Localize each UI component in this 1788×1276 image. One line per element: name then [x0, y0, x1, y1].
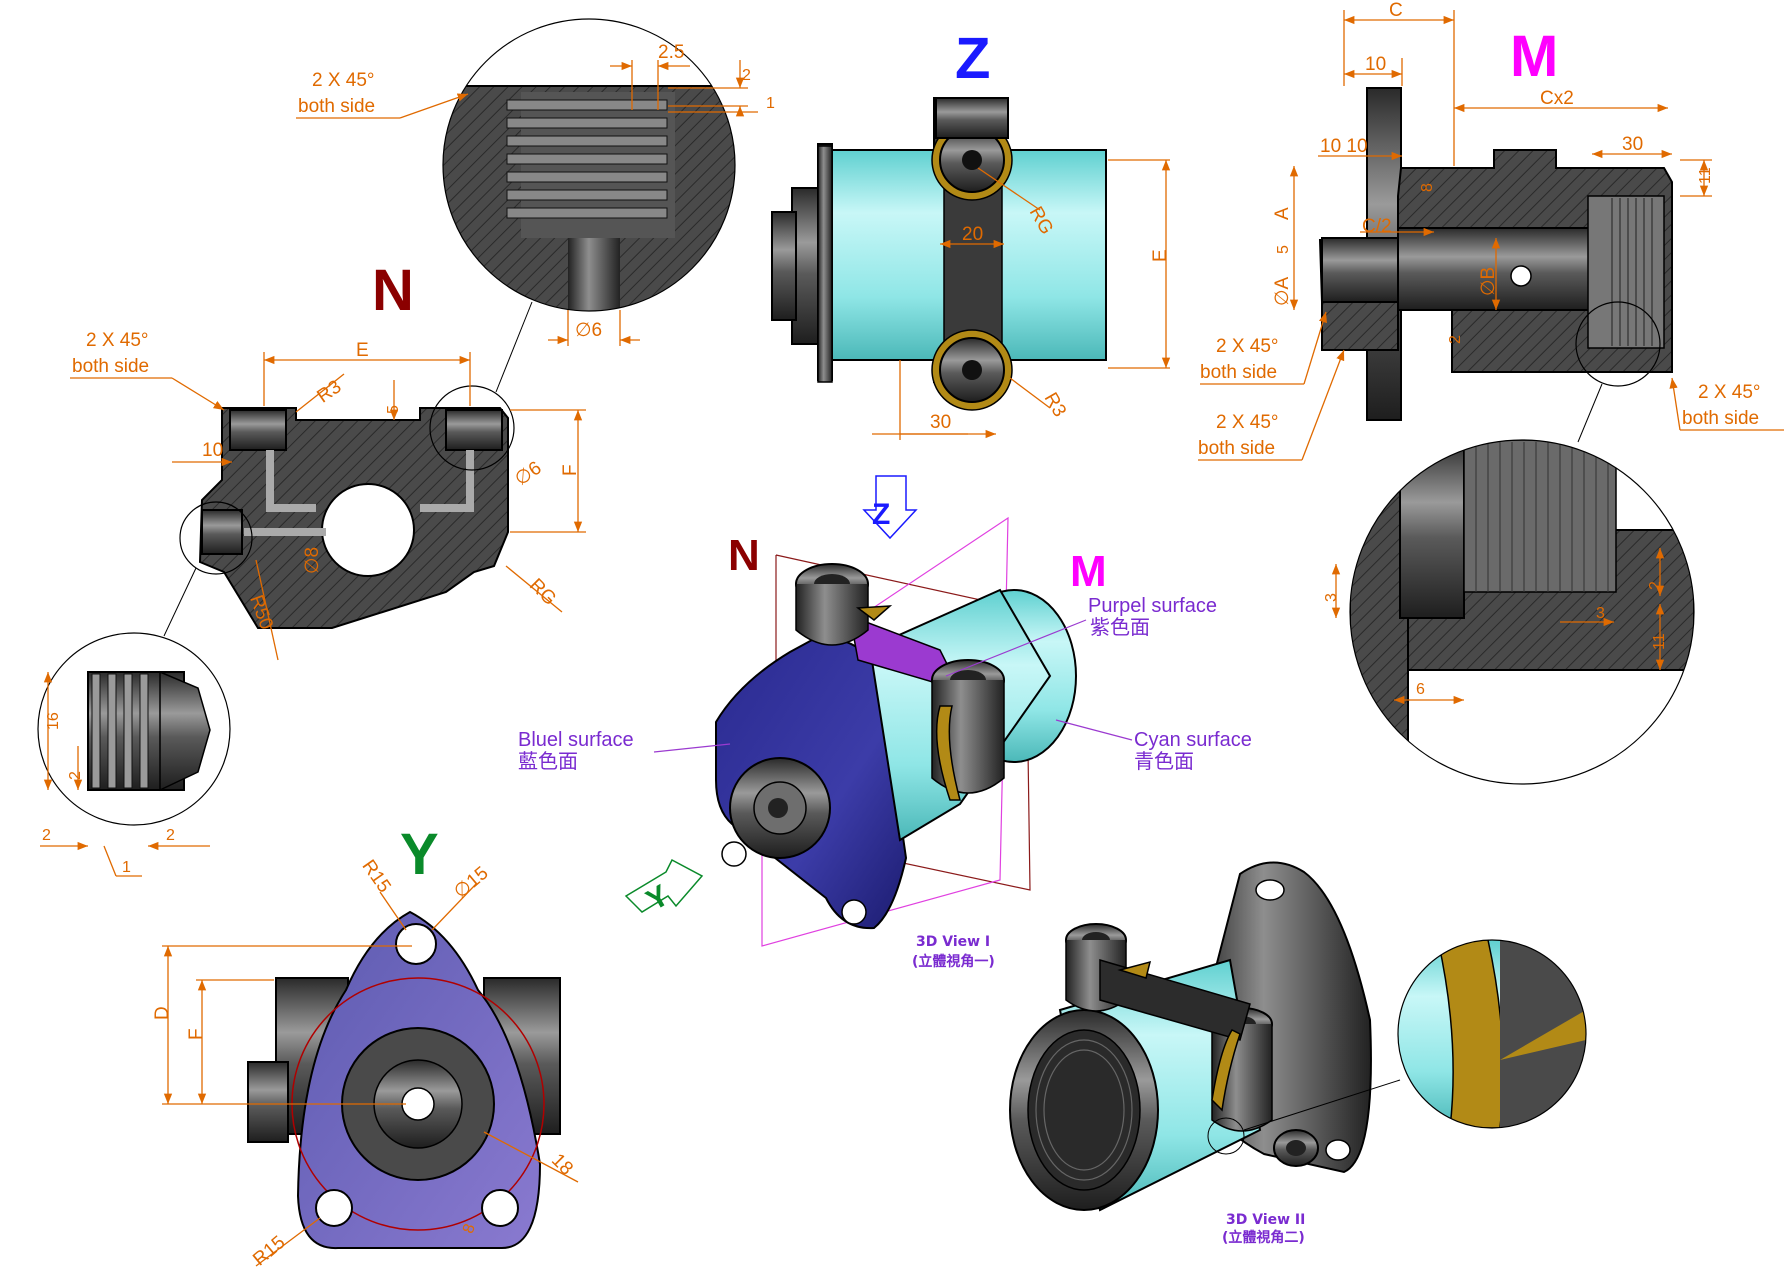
- top-chamfer-note: 2 X 45° both side: [296, 70, 469, 119]
- dim-n-r3: R3: [313, 376, 345, 407]
- dim-m-30: 30: [1622, 134, 1643, 155]
- dim-z-e: E: [1150, 249, 1171, 262]
- dim-m-phia: ∅A: [1272, 276, 1293, 306]
- dim-2-5: 2.5: [658, 42, 684, 63]
- dim-n-rg: RG: [525, 575, 560, 610]
- dim-m-1010: 10 10: [1320, 136, 1368, 157]
- dim-md-2: 2: [1647, 581, 1664, 590]
- n-chamfer-text: 2 X 45°: [86, 330, 149, 351]
- dim-md-11: 11: [1651, 633, 1668, 650]
- view2-label-zh: (立體視角二): [1222, 1229, 1305, 1246]
- view-label-m: M: [1510, 24, 1558, 89]
- both-side-text: both side: [298, 96, 375, 117]
- dim-m-c2: C/2: [1362, 216, 1392, 237]
- dim-y-r15a: R15: [358, 856, 395, 897]
- dim-nd-16: 16: [45, 712, 62, 730]
- dim-m-cx2: Cx2: [1540, 88, 1574, 109]
- dim-nd-2b: 2: [42, 827, 51, 844]
- dim-n-5: 5: [385, 405, 402, 414]
- dim-y-r15b: R15: [249, 1232, 289, 1270]
- dim-m-c: C: [1389, 0, 1403, 21]
- cyan-surface-zh: 青色面: [1134, 750, 1194, 773]
- dim-z-20: 20: [962, 224, 983, 245]
- dim-m-2: 2: [1447, 335, 1464, 344]
- blue-surface-en: Bluel surface: [518, 729, 634, 751]
- view1-label-zh: (立體視角一): [912, 953, 995, 970]
- iso-view-1: [715, 516, 1077, 947]
- top-thread-detail: [442, 18, 736, 312]
- view2-label-en: 3D View II: [1226, 1212, 1305, 1228]
- view-y: [247, 910, 561, 1250]
- dim-y-phi15: ∅15: [450, 863, 492, 903]
- m-both-side-b: both side: [1198, 438, 1275, 459]
- dim-z-r3: R3: [1040, 389, 1070, 421]
- cyan-surface-en: Cyan surface: [1134, 729, 1252, 751]
- dim-m-a: A: [1272, 207, 1293, 220]
- dim-n-phi8: ∅8: [302, 547, 323, 574]
- dim-y-18: 18: [547, 1150, 577, 1180]
- dim-n-f: F: [560, 464, 581, 476]
- n-thread-detail: [37, 632, 231, 826]
- n-both-side: both side: [72, 356, 149, 377]
- dim-phi6: ∅6: [575, 320, 602, 341]
- y-direction-arrow[interactable]: Y: [624, 858, 704, 917]
- purple-surface-zh: 紫色面: [1090, 616, 1150, 639]
- dim-m-5: 5: [1275, 245, 1292, 254]
- purple-surface-en: Purpel surface: [1088, 595, 1217, 617]
- m-chamfer-b-text: 2 X 45°: [1216, 412, 1279, 433]
- dim-m-8: 8: [1419, 183, 1436, 192]
- dim-nd-2a: 2: [67, 771, 84, 780]
- dim-n-10: 10: [202, 440, 223, 461]
- dim-m-10: 10: [1365, 54, 1386, 75]
- view-n: [179, 385, 515, 629]
- dim-m-phib: ∅B: [1478, 267, 1499, 296]
- view-label-y: Y: [400, 822, 439, 887]
- m-detail-dims: 3 2 3 11 6: [1323, 548, 1668, 705]
- view-m-dims: C 10 Cx2 10 10 30 8 11 A C/2 5 ∅A ∅B 2: [1272, 0, 1714, 344]
- m-chamfer-a-text: 2 X 45°: [1216, 336, 1279, 357]
- chamfer-note-text: 2 X 45°: [312, 70, 375, 91]
- top-detail-dims: 2.5 2 1 ∅6: [548, 42, 775, 346]
- m-chamfer-c-text: 2 X 45°: [1698, 382, 1761, 403]
- blue-surface-zh: 藍色面: [518, 750, 578, 773]
- dim-md-3b: 3: [1596, 605, 1605, 622]
- m-thread-detail: [1349, 383, 1695, 785]
- dim-y-f: F: [186, 1028, 207, 1040]
- dim-nd-1: 1: [122, 859, 131, 876]
- dim-z-30: 30: [930, 412, 951, 433]
- z-direction-arrow[interactable]: Z: [862, 475, 918, 540]
- iso-view-2: [1009, 861, 1401, 1212]
- dim-1: 1: [766, 95, 775, 112]
- m-chamfer-notes: 2 X 45° both side 2 X 45° both side 2 X …: [1198, 311, 1784, 461]
- dim-m-11: 11: [1697, 167, 1714, 184]
- dim-n-e: E: [356, 340, 369, 361]
- dim-md-3a: 3: [1323, 593, 1340, 602]
- view-label-z: Z: [955, 26, 990, 91]
- view-label-n: N: [372, 258, 414, 323]
- dim-n-phi6: ∅6: [511, 458, 545, 491]
- dim-y-d: D: [152, 1006, 173, 1020]
- surface-callouts: Purpel surface 紫色面 Bluel surface 藍色面 Cya…: [518, 595, 1252, 773]
- m-both-side-c: both side: [1682, 408, 1759, 429]
- z-arrow-label: Z: [872, 498, 890, 531]
- view2-detail: [1397, 939, 1587, 1129]
- iso-label-m: M: [1070, 547, 1107, 596]
- view1-label-en: 3D View I: [916, 934, 990, 950]
- view-z: [771, 97, 1107, 411]
- dim-md-6: 6: [1416, 681, 1425, 698]
- iso-label-n: N: [728, 531, 760, 580]
- dim-2: 2: [742, 67, 751, 84]
- dim-nd-2c: 2: [166, 827, 175, 844]
- m-both-side-a: both side: [1200, 362, 1277, 383]
- n-detail-dims: 16 2 2 2 1: [40, 672, 210, 877]
